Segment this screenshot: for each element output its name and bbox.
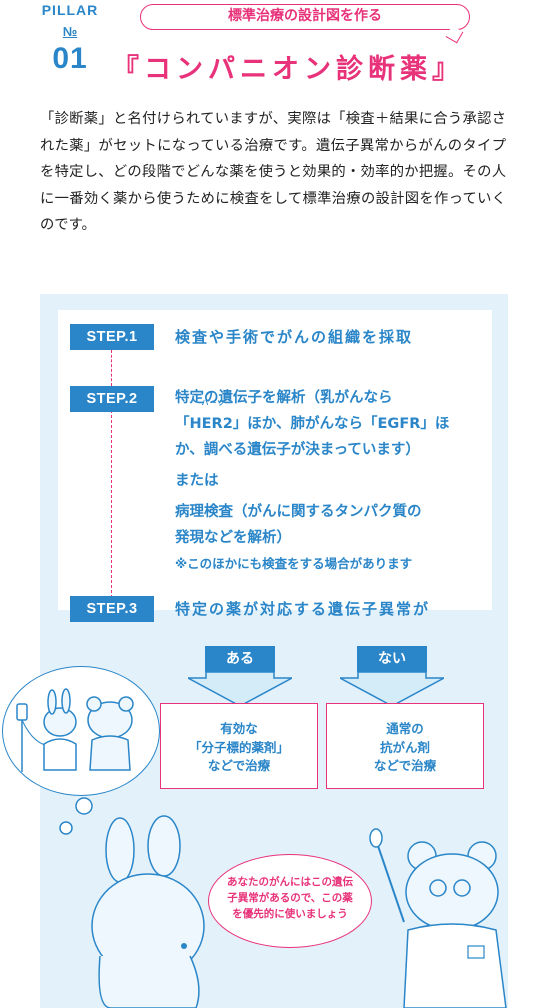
- step2-alt2: 発現などを解析）: [175, 530, 291, 546]
- page-title: 『コンパニオン診断薬』: [112, 54, 464, 85]
- number-mark: №: [62, 24, 78, 39]
- gene-her2: ハーツー HER2: [189, 399, 233, 437]
- branch-no-label: ない: [357, 646, 427, 672]
- step-connector: [111, 410, 112, 598]
- result-box-no: 通常の 抗がん剤 などで治療: [326, 703, 484, 789]
- step3-text: 特定の薬が対応する遺伝子異常が: [175, 600, 431, 618]
- branch-yes-label: ある: [205, 646, 275, 672]
- step2-label: STEP.2: [70, 386, 154, 412]
- result-line: 通常の: [386, 721, 424, 736]
- doctor-character-icon: [369, 828, 507, 1008]
- speech-text: あなたのがんにはこの遺伝子異常があるので、この薬を優先的に使いましょう: [227, 876, 353, 920]
- result-line: などで治療: [207, 758, 271, 773]
- step2-note: ※このほかにも検査をする場合があります: [175, 556, 413, 571]
- result-line: 抗がん剤: [379, 739, 430, 755]
- step2-alt1: 病理検査（がんに関するタンパク質の: [175, 504, 422, 520]
- bunny-character-icon: [91, 815, 205, 1008]
- result-line: 有効な: [220, 721, 258, 736]
- result-line: などで治療: [373, 758, 437, 773]
- gene-ruby: ハーツー: [201, 399, 234, 407]
- pillar-badge: PILLAR № 01: [40, 2, 100, 75]
- step2-line3: か、調べる遺伝子が決まっています）: [175, 442, 420, 458]
- step2-line2-rest: 」ほか、肺がんなら「EGFR」ほ: [232, 416, 450, 432]
- flow-inner-box: [58, 310, 492, 610]
- pillar-word: PILLAR: [41, 2, 99, 18]
- down-arrow-icon: [188, 672, 292, 706]
- step3-label: STEP.3: [70, 596, 154, 622]
- step2-body: 特定の遺伝子を解析（乳がんなら 「 ハーツー HER2」ほか、肺がんなら「EGFR」…: [175, 385, 485, 577]
- intro-paragraph: 「診断薬」と名付けられていますが、実際は「検査＋結果に合う承認された薬」がセット…: [40, 111, 506, 233]
- result-box-yes: 有効な 「分子標的薬剤」 などで治療: [160, 703, 318, 789]
- step2-line2: 「 ハーツー HER2」ほか、肺がんなら「EGFR」ほ: [175, 399, 485, 437]
- thought-dots-icon: [59, 797, 93, 835]
- step-connector: [111, 350, 112, 386]
- step2-or: または: [175, 473, 219, 489]
- gene-name: HER2: [189, 416, 233, 432]
- step1-text: 検査や手術でがんの組織を採取: [175, 328, 414, 346]
- bracket-open: 「: [175, 416, 190, 432]
- step2-line1: 特定の遺伝子を解析（乳がんなら: [175, 390, 393, 406]
- result-line: 「分子標的薬剤」: [188, 739, 289, 755]
- pillar-number: 01: [52, 42, 88, 75]
- step1-label: STEP.1: [70, 324, 154, 350]
- subtitle-bubble: 標準治療の設計図を作る: [140, 4, 470, 30]
- patient-illustration-icon: [16, 688, 134, 772]
- speech-bubble: [208, 854, 372, 948]
- down-arrow-icon: [340, 672, 444, 706]
